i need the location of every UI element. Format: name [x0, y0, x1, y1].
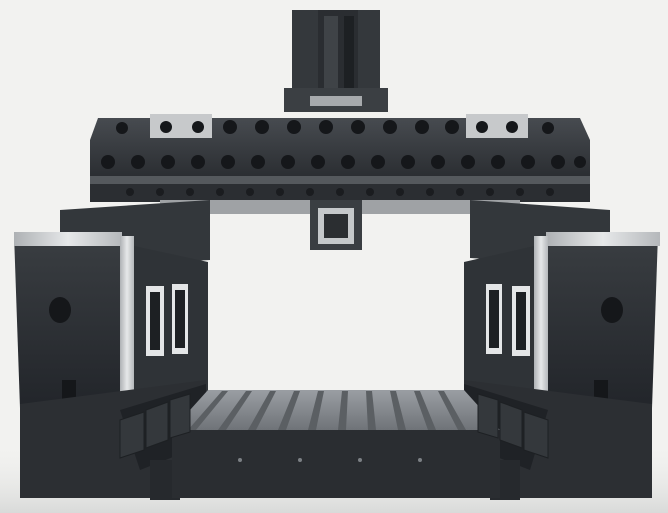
beam-holes-row1	[116, 120, 554, 134]
worktable	[172, 390, 500, 498]
beam-holes-row2	[101, 155, 586, 169]
carriage	[310, 200, 362, 250]
right-column	[464, 200, 660, 410]
spindle-head	[284, 10, 388, 112]
beam-holes-row3	[126, 188, 554, 196]
chip-guards	[119, 393, 549, 459]
left-column	[14, 200, 210, 410]
